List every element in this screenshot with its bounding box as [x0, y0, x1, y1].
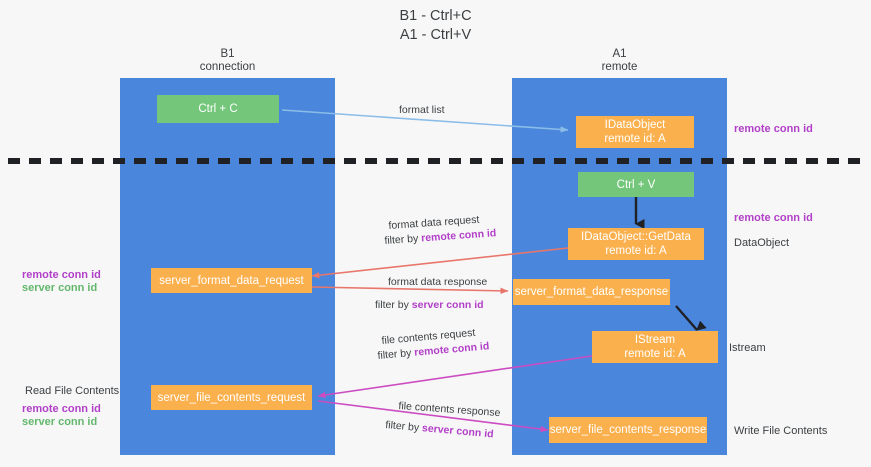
title-line-1: B1 - Ctrl+C: [399, 8, 472, 24]
box-server-format-data-request[interactable]: server_format_data_request: [151, 268, 312, 293]
side-label-left-server-conn-id: server conn id: [22, 282, 98, 294]
box-server-file-contents-request-label: server_file_contents_request: [157, 391, 306, 404]
diagram-title: B1 - Ctrl+C A1 - Ctrl+V: [0, 7, 871, 45]
box-ctrl-c[interactable]: Ctrl + C: [157, 95, 279, 123]
label-file-contents-response-filter: filter by server conn id: [385, 418, 494, 441]
box-ctrl-c-label: Ctrl + C: [198, 103, 238, 115]
box-ctrl-v[interactable]: Ctrl + V: [578, 172, 694, 197]
side-label-left-remote-conn-id: remote conn id: [22, 269, 101, 281]
side-label-istream: Istream: [729, 342, 766, 354]
box-server-format-data-response-label: server_format_data_response: [514, 286, 669, 298]
box-ctrl-v-label: Ctrl + V: [616, 178, 656, 191]
box-server-file-contents-request[interactable]: server_file_contents_request: [151, 385, 312, 410]
box-idataobject-line2: remote id: A: [604, 133, 666, 145]
label-format-data-response-filter-prefix: filter by: [375, 299, 412, 311]
box-istream[interactable]: IStream remote id: A: [592, 331, 718, 363]
box-idataobject-getdata-line2: remote id: A: [605, 245, 667, 257]
box-idataobject-getdata[interactable]: IDataObject::GetData remote id: A: [568, 228, 704, 260]
box-istream-line2: remote id: A: [624, 348, 686, 360]
label-file-contents-response-filter-key: server conn id: [421, 422, 495, 441]
title-line-2: A1 - Ctrl+V: [399, 27, 472, 43]
box-idataobject-line1: IDataObject: [604, 119, 666, 131]
label-format-data-request-filter-key: remote conn id: [420, 227, 497, 245]
column-header-a1: A1 remote: [512, 48, 727, 74]
label-format-data-response: format data response: [388, 276, 488, 288]
label-format-data-request-filter-prefix: filter by: [384, 232, 422, 247]
side-label-remote-conn-id-mid: remote conn id: [734, 212, 813, 224]
side-label-left-server-conn-id-2: server conn id: [22, 416, 98, 428]
side-label-read-file-contents: Read File Contents: [25, 385, 120, 397]
column-header-b1: B1 connection: [120, 48, 335, 74]
box-idataobject[interactable]: IDataObject remote id: A: [576, 116, 694, 148]
label-format-list: format list: [399, 104, 445, 116]
column-header-b1-role: connection: [199, 61, 256, 73]
box-idataobject-getdata-line1: IDataObject::GetData: [581, 231, 691, 243]
box-server-format-data-request-label: server_format_data_request: [159, 274, 304, 287]
side-label-remote-conn-id-top: remote conn id: [734, 123, 813, 135]
label-file-contents-request-filter-prefix: filter by: [377, 346, 415, 362]
label-file-contents-response: file contents response: [398, 399, 501, 420]
box-server-file-contents-response-label: server_file_contents_response: [549, 424, 707, 436]
label-format-data-response-filter-key: server conn id: [411, 299, 484, 311]
label-file-contents-response-filter-prefix: filter by: [384, 418, 423, 435]
column-header-a1-name: A1: [612, 48, 627, 60]
side-label-dataobject: DataObject: [734, 237, 790, 249]
box-server-file-contents-response[interactable]: server_file_contents_response: [549, 417, 707, 443]
side-label-write-file-contents: Write File Contents: [734, 425, 828, 437]
label-format-data-response-filter: filter by server conn id: [375, 298, 484, 312]
box-server-format-data-response[interactable]: server_format_data_response: [513, 279, 670, 305]
side-label-left-remote-conn-id-2: remote conn id: [22, 403, 101, 415]
box-istream-line1: IStream: [634, 334, 676, 346]
column-header-a1-role: remote: [601, 61, 638, 73]
column-header-b1-name: B1: [220, 48, 235, 60]
